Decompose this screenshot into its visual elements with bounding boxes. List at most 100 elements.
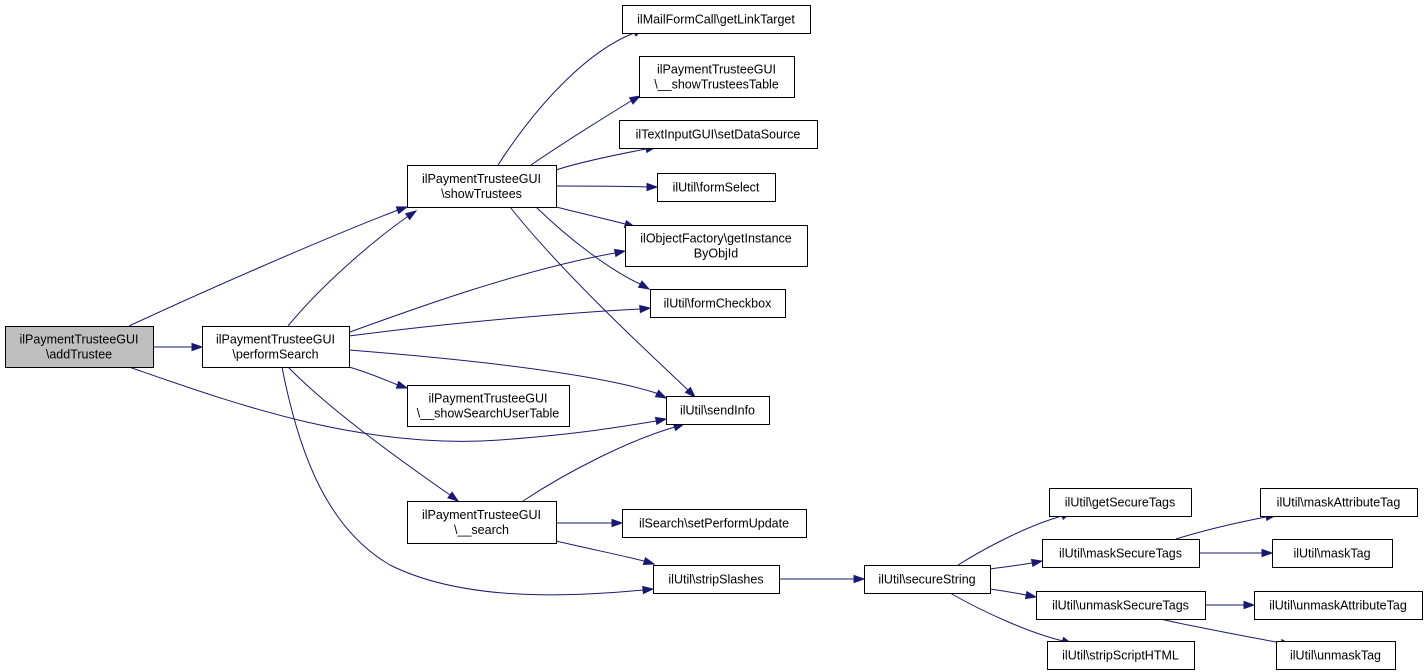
node-box (639, 56, 795, 98)
edge-line (949, 592, 1073, 645)
node-formSelect[interactable]: ilUtil\formSelect (657, 173, 776, 202)
node-label-line: ilPaymentTrusteeGUI (422, 508, 541, 522)
node-label-line: ilPaymentTrusteeGUI (19, 333, 138, 347)
arrowhead (404, 210, 418, 221)
node-getSecureTags[interactable]: ilUtil\getSecureTags (1049, 488, 1192, 517)
node-label-line: ilPaymentTrusteeGUI (216, 333, 335, 347)
node-maskTag[interactable]: ilUtil\maskTag (1272, 539, 1393, 568)
node-box (1272, 539, 1393, 568)
arrowhead (395, 380, 409, 389)
node-box (407, 385, 570, 427)
edge-line (555, 185, 657, 188)
node-label-line: ilPaymentTrusteeGUI (428, 392, 547, 406)
node-sendInfo[interactable]: ilUtil\sendInfo (666, 396, 770, 425)
node-box (657, 173, 776, 202)
arrowhead (1261, 548, 1274, 558)
node-unmaskTag[interactable]: ilUtil\unmaskTag (1276, 641, 1396, 670)
node-performSearch[interactable]: ilPaymentTrusteeGUI\performSearch (202, 326, 350, 368)
node-unmaskSecureTags[interactable]: ilUtil\unmaskSecureTags (1036, 591, 1206, 620)
nodes-layer: ilPaymentTrusteeGUI\addTrusteeilPaymentT… (5, 5, 1423, 670)
node-stripScriptHTML[interactable]: ilUtil\stripScriptHTML (1047, 641, 1195, 670)
node-box (650, 289, 786, 318)
arrowhead (637, 280, 651, 290)
edge-search-to-sendInfo (522, 423, 686, 502)
node-label-line: ByObjId (694, 247, 739, 261)
node-label-line: ilUtil\getSecureTags (1065, 496, 1175, 510)
edge-secureString-to-unmaskSecureTags (989, 588, 1038, 600)
arrowhead (613, 248, 627, 258)
node-box (407, 501, 557, 544)
node-setPerformUpdate[interactable]: ilSearch\setPerformUpdate (622, 509, 807, 538)
node-label-line: ilUtil\unmaskAttributeTag (1269, 599, 1407, 613)
node-setDataSource[interactable]: ilTextInputGUI\setDataSource (619, 120, 818, 149)
node-label-line: ilUtil\sendInfo (680, 404, 755, 418)
edge-performSearch-to-getInstanceByObjId (338, 248, 627, 337)
node-label-line: ilUtil\formCheckbox (664, 297, 772, 311)
arrowhead (395, 206, 409, 215)
node-label-line: ilUtil\maskAttributeTag (1277, 496, 1401, 510)
edge-line (287, 210, 417, 327)
edge-line (128, 366, 667, 442)
edge-maskSecureTags-to-maskTag (1199, 548, 1274, 558)
node-label-line: ilTextInputGUI\setDataSource (636, 128, 801, 142)
node-formCheckbox[interactable]: ilUtil\formCheckbox (650, 289, 786, 318)
node-label-line: ilMailFormCall\getLinkTarget (637, 13, 795, 27)
edge-line (555, 540, 655, 565)
arrowhead (628, 95, 642, 105)
edge-performSearch-to-sendInfo (348, 349, 668, 399)
node-maskSecureTags[interactable]: ilUtil\maskSecureTags (1042, 539, 1200, 568)
edge-line (509, 206, 696, 398)
node-getLinkTarget[interactable]: ilMailFormCall\getLinkTarget (622, 5, 811, 34)
node-maskAttributeTag[interactable]: ilUtil\maskAttributeTag (1260, 488, 1418, 517)
node-showTrusteesTable[interactable]: ilPaymentTrusteeGUI\__showTrusteesTable (639, 56, 795, 98)
node-label-line: \addTrustee (46, 348, 112, 362)
node-box (1260, 488, 1418, 517)
node-box (1276, 641, 1396, 670)
edge-addTrustee-to-showTrustees (128, 206, 409, 327)
node-addTrustee[interactable]: ilPaymentTrusteeGUI\addTrustee (5, 326, 154, 368)
edge-performSearch-to-showTrustees (287, 210, 418, 327)
node-stripSlashes[interactable]: ilUtil\stripSlashes (653, 565, 780, 594)
arrowhead (447, 491, 460, 502)
node-label-line: \__search (454, 523, 509, 537)
node-showSearchUserTable[interactable]: ilPaymentTrusteeGUI\__showSearchUserTabl… (407, 385, 570, 427)
edge-line (287, 366, 459, 502)
edge-showTrustees-to-formSelect (555, 182, 659, 192)
node-box (1042, 539, 1200, 568)
node-search[interactable]: ilPaymentTrusteeGUI\__search (407, 501, 557, 544)
edge-unmaskSecureTags-to-unmaskAttributeTag (1205, 600, 1256, 610)
node-box (1047, 641, 1195, 670)
node-box (622, 509, 807, 538)
edge-showTrustees-to-formCheckbox (535, 206, 651, 290)
node-label-line: ilUtil\maskSecureTags (1059, 547, 1182, 561)
arrowhead (191, 342, 204, 352)
edge-addTrustee-to-performSearch (153, 342, 204, 352)
edge-showTrustees-to-sendInfo (509, 206, 697, 399)
node-box (202, 326, 350, 368)
edge-line (497, 27, 644, 166)
node-box (666, 396, 770, 425)
arrowhead (639, 304, 652, 314)
edge-performSearch-to-search (287, 366, 460, 502)
node-unmaskAttributeTag[interactable]: ilUtil\unmaskAttributeTag (1254, 591, 1423, 620)
node-box (864, 565, 991, 594)
arrowhead (642, 585, 655, 595)
node-box (5, 326, 154, 368)
arrowhead (1024, 590, 1038, 600)
node-label-line: ilPaymentTrusteeGUI (657, 63, 776, 77)
node-box (622, 5, 811, 34)
edges-layer (128, 27, 1293, 648)
node-box (1049, 488, 1192, 517)
node-showTrustees[interactable]: ilPaymentTrusteeGUI\showTrustees (407, 165, 557, 208)
node-label-line: ilObjectFactory\getInstance (640, 232, 792, 246)
arrowhead (654, 416, 668, 426)
edge-line (555, 146, 657, 171)
edge-line (1175, 514, 1277, 540)
edge-performSearch-to-formCheckbox (348, 304, 652, 337)
edge-line (555, 206, 636, 228)
node-secureString[interactable]: ilUtil\secureString (864, 565, 991, 594)
node-label-line: ilPaymentTrusteeGUI (422, 172, 541, 186)
node-box (625, 225, 808, 267)
arrowhead (1030, 558, 1044, 568)
